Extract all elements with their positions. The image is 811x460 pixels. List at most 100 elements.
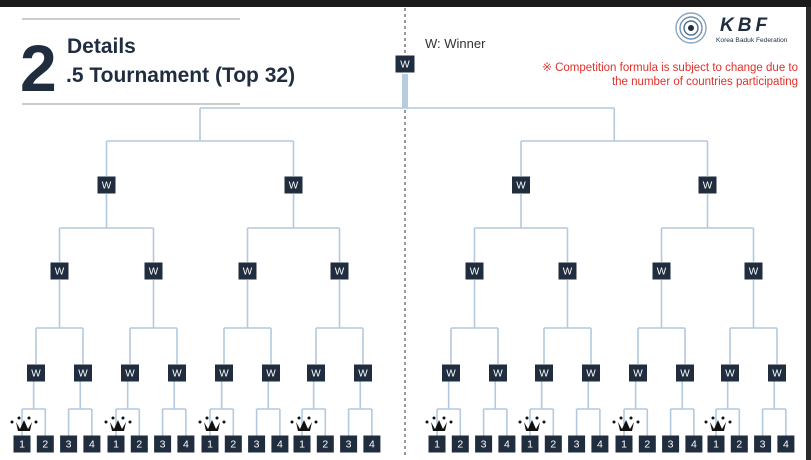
crown-dot xyxy=(518,420,522,424)
winner-r1-9-box xyxy=(442,364,460,382)
winner-r1-3-box xyxy=(121,364,139,382)
crown-dot xyxy=(17,416,21,420)
seed-6-4: 4 xyxy=(591,435,609,453)
winner-r3-4-label: W xyxy=(703,181,713,192)
final-trunk xyxy=(402,74,408,108)
winner-r3-2-label: W xyxy=(289,181,299,192)
crown-icon xyxy=(518,416,546,431)
seed-8-3-label: 3 xyxy=(760,439,766,451)
winner-r2-4-box xyxy=(330,262,349,280)
seed-5-1: 1 xyxy=(428,435,446,453)
seed-4-4-label: 4 xyxy=(369,439,375,451)
winner-r1-3-label: W xyxy=(125,369,135,380)
winner-r1-13-label: W xyxy=(633,369,643,380)
winner-r3-3: W xyxy=(512,176,530,194)
seed-6-1-label: 1 xyxy=(527,439,533,451)
crown-dot xyxy=(636,420,640,424)
seed-1-3: 3 xyxy=(60,435,78,453)
seed-7-1-box xyxy=(615,435,633,453)
winner-r1-16-label: W xyxy=(772,369,782,380)
crown-icon xyxy=(198,416,226,431)
crown-dot xyxy=(215,416,219,420)
crown-dot xyxy=(27,416,31,420)
seed-1-2-label: 2 xyxy=(42,439,48,451)
seed-6-4-label: 4 xyxy=(597,439,603,451)
winner-r1-9-label: W xyxy=(446,369,456,380)
winner-r2-7: W xyxy=(652,262,671,280)
crown-dot xyxy=(10,420,14,424)
seed-3-1-box xyxy=(201,435,219,453)
seed-1-4-box xyxy=(83,435,101,453)
seed-6-1: 1 xyxy=(521,435,539,453)
seed-2-4-label: 4 xyxy=(183,439,189,451)
crown-dot xyxy=(535,416,539,420)
winner-r1-15-box xyxy=(721,364,739,382)
seed-1-1-label: 1 xyxy=(19,439,25,451)
seed-2-2-box xyxy=(130,435,148,453)
seed-6-4-box xyxy=(591,435,609,453)
crown-dot xyxy=(222,420,226,424)
crown-dot xyxy=(290,420,294,424)
crown-shape xyxy=(110,420,126,431)
winner-r1-13-box xyxy=(629,364,647,382)
crown-dot xyxy=(425,420,429,424)
crown-icon xyxy=(10,416,38,431)
crown-dot xyxy=(111,416,115,420)
winner-r3-2-box xyxy=(284,176,303,194)
crown-dot xyxy=(128,420,132,424)
winner-r1-2: W xyxy=(74,364,92,382)
seed-6-2: 2 xyxy=(544,435,562,453)
seed-7-2-label: 2 xyxy=(644,439,650,451)
winner-r1-14-label: W xyxy=(680,369,690,380)
winner-r3-4-box xyxy=(698,176,717,194)
seed-8-3-box xyxy=(754,435,772,453)
crown-dot xyxy=(297,416,301,420)
seed-4-1-box xyxy=(293,435,311,453)
seed-3-4-label: 4 xyxy=(277,439,283,451)
seed-2-4-box xyxy=(177,435,195,453)
kbf-logo: KBF Korea Baduk Federation xyxy=(675,12,788,44)
crown-dot xyxy=(432,416,436,420)
winner-r2-7-label: W xyxy=(657,267,667,278)
winner-r1-6: W xyxy=(262,364,280,382)
winner-r2-3: W xyxy=(238,262,257,280)
winner-r1-7: W xyxy=(307,364,325,382)
seed-3-1: 1 xyxy=(201,435,219,453)
winner-r2-1-label: W xyxy=(55,267,65,278)
winner-r2-5: W xyxy=(465,262,484,280)
seed-7-2: 2 xyxy=(638,435,656,453)
seed-4-1: 1 xyxy=(293,435,311,453)
crown-dot xyxy=(34,420,38,424)
seed-6-3: 3 xyxy=(568,435,586,453)
winner-r1-6-box xyxy=(262,364,280,382)
winner-r3-3-box xyxy=(512,176,530,194)
winner-r1-14: W xyxy=(676,364,694,382)
winner-r1-7-label: W xyxy=(311,369,321,380)
winner-r2-2-label: W xyxy=(149,267,159,278)
winner-r1-12: W xyxy=(582,364,600,382)
winner-r1-14-box xyxy=(676,364,694,382)
crown-shape xyxy=(16,420,32,431)
section-number: 2 xyxy=(20,31,57,105)
logo-subtitle: Korea Baduk Federation xyxy=(716,37,788,44)
crown-shape xyxy=(524,420,540,431)
seed-5-2: 2 xyxy=(451,435,469,453)
seed-5-4: 4 xyxy=(498,435,516,453)
winner-r1-5-box xyxy=(215,364,233,382)
seed-4-3: 3 xyxy=(340,435,358,453)
winner-r1-4-box xyxy=(168,364,186,382)
format-note-line1: ※ Competition formula is subject to chan… xyxy=(542,62,798,74)
crown-icon xyxy=(104,416,132,431)
seed-4-2-box xyxy=(316,435,334,453)
winner-final-label: W xyxy=(400,60,410,71)
crown-shape xyxy=(710,420,726,431)
crown-dot xyxy=(198,420,202,424)
winner-r1-11-label: W xyxy=(539,369,549,380)
seed-8-2-label: 2 xyxy=(736,439,742,451)
winner-r3-1: W xyxy=(97,176,116,194)
crown-dot xyxy=(307,416,311,420)
seed-8-2: 2 xyxy=(730,435,748,453)
seed-4-1-label: 1 xyxy=(299,439,305,451)
seed-5-3-label: 3 xyxy=(481,439,487,451)
winner-r2-3-box xyxy=(238,262,257,280)
